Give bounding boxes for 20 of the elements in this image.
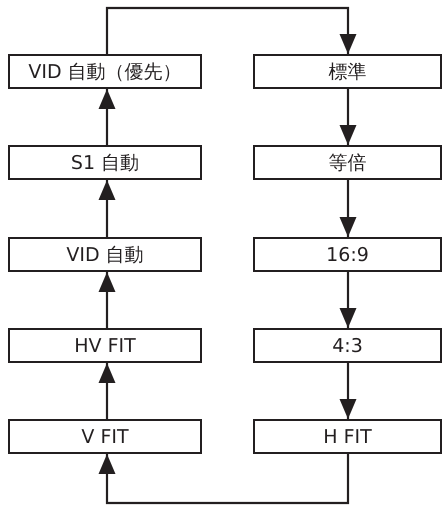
mode-box: VID 自動 [8,237,202,272]
arrow [98,180,116,237]
mode-box: 16:9 [253,237,442,272]
mode-box: 等倍 [253,145,442,180]
arrow [106,6,356,54]
mode-box: VID 自動（優先） [8,54,202,89]
arrow [98,272,116,328]
mode-box: H FIT [253,419,442,454]
arrow [98,89,116,145]
arrow [340,363,356,419]
mode-box: 4:3 [253,328,442,363]
arrow [340,272,356,328]
mode-box: 標準 [253,54,442,89]
mode-box: HV FIT [8,328,202,363]
arrow [340,180,356,237]
arrow [340,89,356,145]
mode-box: V FIT [8,419,202,454]
arrow [98,363,116,419]
mode-box: S1 自動 [8,145,202,180]
arrow [98,454,350,504]
